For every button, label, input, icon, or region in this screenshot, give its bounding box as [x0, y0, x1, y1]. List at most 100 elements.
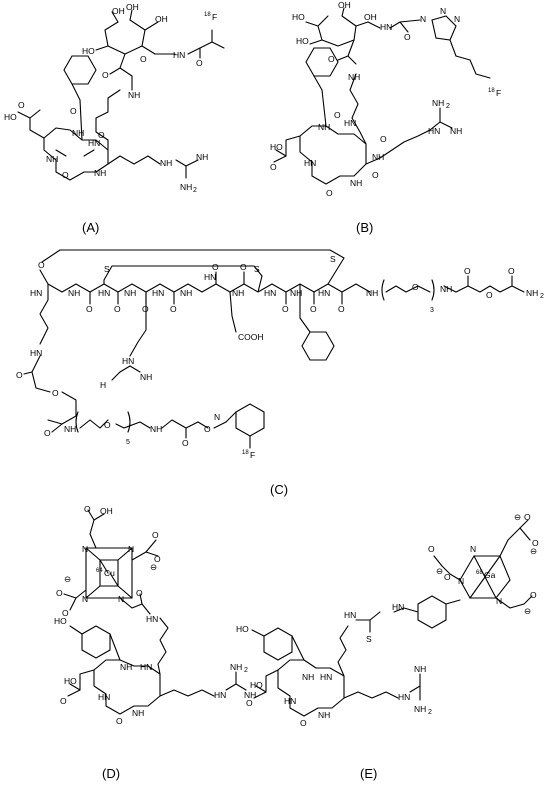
atom-label: O [142, 304, 149, 314]
atom-label: O [86, 304, 93, 314]
atom-label: HN [344, 118, 356, 128]
atom-label: NH [180, 182, 192, 192]
atom-label: O [530, 590, 537, 600]
atom-label: HN [318, 288, 330, 298]
atom-label: HN [88, 138, 100, 148]
atom-label: HO [4, 112, 17, 122]
atom-label: O [486, 290, 493, 300]
atom-label: HO [270, 142, 283, 152]
atom-label: HN [30, 348, 42, 358]
charge-label: ⊖ [530, 546, 537, 556]
structure-d: O OH O O ⊖ ⊖ O O 64 Cu N N N N O HN HO O… [54, 504, 256, 781]
atom-label: HN [344, 610, 356, 620]
atom-label: H [100, 380, 106, 390]
atom-label: NH [290, 288, 302, 298]
atom-label: O [240, 262, 247, 272]
atom-label: OH [126, 2, 139, 12]
atom-label: O [102, 70, 109, 80]
atom-label: O [444, 572, 451, 582]
atom-subscript: 2 [428, 709, 432, 716]
atom-label: N [118, 594, 124, 604]
atom-label: HN [214, 690, 226, 700]
atom-label: F [212, 12, 217, 22]
peg-count-label: 3 [430, 307, 434, 314]
atom-label: HN [304, 158, 316, 168]
atom-label: NH [68, 288, 80, 298]
atom-label: O [62, 608, 69, 618]
atom-label: HN [146, 614, 158, 624]
atom-subscript: 2 [244, 667, 248, 674]
atom-label: HN [173, 50, 185, 60]
atom-label: NH [414, 664, 426, 674]
atom-label: NH [232, 288, 244, 298]
atom-label: O [56, 588, 63, 598]
atom-label: NH [72, 128, 84, 138]
atom-label: NH [414, 704, 426, 714]
atom-label: F [496, 88, 501, 98]
atom-label: O [104, 420, 111, 430]
atom-label: O [380, 134, 387, 144]
atom-label: O [204, 424, 211, 434]
atom-label: NH [64, 424, 76, 434]
atom-label: O [524, 512, 531, 522]
atom-subscript: 2 [446, 103, 450, 110]
atom-label: HN [204, 272, 216, 282]
atom-label: O [170, 304, 177, 314]
atom-label: O [44, 428, 51, 438]
atom-label: S [330, 254, 336, 264]
atom-subscript: 2 [540, 293, 544, 300]
atom-label: O [62, 170, 69, 180]
atom-label: O [326, 188, 333, 198]
atom-label: N [458, 576, 464, 586]
atom-label: NH [180, 288, 192, 298]
metal-label: Ga [484, 570, 496, 580]
atom-label: O [246, 698, 253, 708]
atom-label: HN [140, 662, 152, 672]
atom-label: O [52, 388, 59, 398]
atom-label: HN [264, 288, 276, 298]
atom-label: N [440, 6, 446, 16]
structure-a: OH OH OH HO O HN O 18 F O NH O HO HN NH … [4, 2, 225, 235]
atom-label: NH [140, 372, 152, 382]
atom-label: HN [122, 356, 134, 366]
atom-subscript: 2 [193, 187, 197, 194]
atom-label: O [140, 54, 147, 64]
atom-label: HO [292, 12, 305, 22]
atom-label: NH [46, 154, 58, 164]
atom-label: O [300, 718, 307, 728]
atom-label: NH [348, 72, 360, 82]
atom-label: HN [380, 22, 392, 32]
structure-c: O HN S S S NH O HN O NH O HN O NH HN O N… [16, 249, 544, 497]
isotope-label: 18 [488, 88, 495, 94]
atom-label: O [98, 130, 105, 140]
atom-label: N [496, 596, 502, 606]
charge-label: ⊖ [436, 566, 443, 576]
atom-label: O [136, 588, 143, 598]
atom-label: O [532, 538, 539, 548]
atom-label: NH [366, 288, 378, 298]
atom-label: O [338, 304, 345, 314]
atom-label: HO [236, 624, 249, 634]
isotope-label: 18 [204, 12, 211, 18]
atom-label: N [214, 412, 220, 422]
atom-label: NH [302, 672, 314, 682]
panel-label-c: (C) [270, 482, 288, 497]
isotope-label: 68 [476, 570, 483, 576]
panel-label-a: (A) [82, 220, 99, 235]
atom-label: O [60, 696, 67, 706]
atom-label: O [282, 304, 289, 314]
atom-label: O [38, 260, 45, 270]
atom-label: O [508, 266, 515, 276]
atom-label: F [250, 450, 255, 460]
atom-label: HN [98, 288, 110, 298]
atom-label: NH [120, 662, 132, 672]
atom-label: NH [160, 158, 172, 168]
atom-label: O [412, 282, 419, 292]
atom-label: O [16, 370, 23, 380]
atom-label: S [254, 264, 260, 274]
atom-label: NH [432, 98, 444, 108]
atom-label: NH [440, 284, 452, 294]
charge-label: ⊖ [524, 606, 531, 616]
